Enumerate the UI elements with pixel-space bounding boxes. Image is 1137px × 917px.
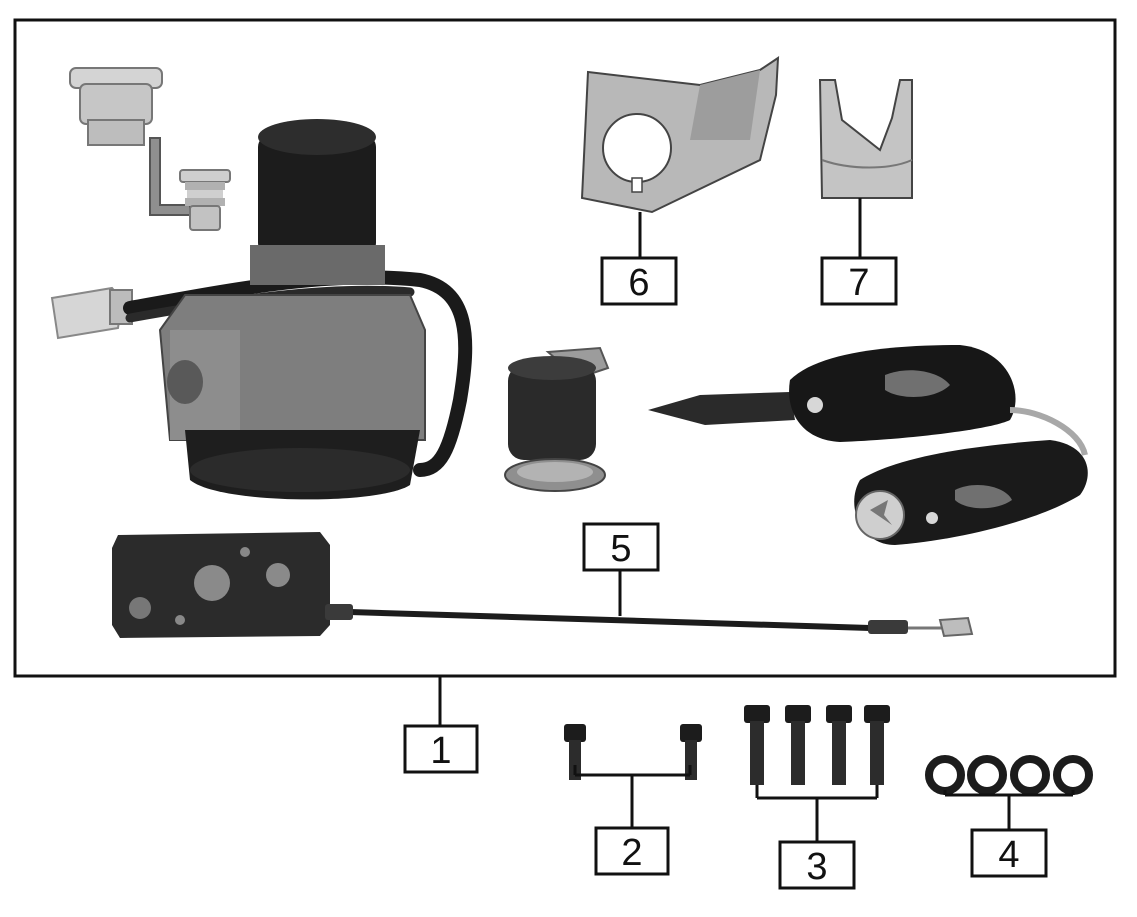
part-bolts-short: [564, 724, 702, 780]
callout-3: 3: [778, 840, 856, 890]
part-clip: [818, 79, 913, 199]
part-seat-lock-latch: [69, 67, 231, 231]
kit-frame: [13, 18, 1117, 678]
callout-1-label: 1: [430, 730, 451, 772]
part-bolts-long: [744, 705, 890, 785]
callout-5: 5: [582, 522, 660, 572]
part-ignition-switch: [50, 119, 473, 500]
callout-2: 2: [594, 826, 670, 876]
part-seat-release-cable: [112, 532, 974, 638]
callout-4-label: 4: [998, 834, 1019, 876]
part-nuts: [925, 755, 1093, 795]
callout-7-label: 7: [848, 262, 869, 304]
callout-4: 4: [970, 828, 1048, 878]
part-bracket: [580, 56, 780, 214]
callout-6-label: 6: [628, 262, 649, 304]
callout-7: 7: [820, 256, 898, 306]
callout-5-label: 5: [610, 528, 631, 570]
callout-1: 1: [403, 724, 479, 774]
leader-lines: [438, 198, 1075, 842]
callout-3-label: 3: [806, 846, 827, 888]
callout-6: 6: [600, 256, 678, 306]
callout-2-label: 2: [621, 832, 642, 874]
part-keys: [648, 345, 1088, 545]
part-lock-cylinder: [504, 346, 610, 492]
